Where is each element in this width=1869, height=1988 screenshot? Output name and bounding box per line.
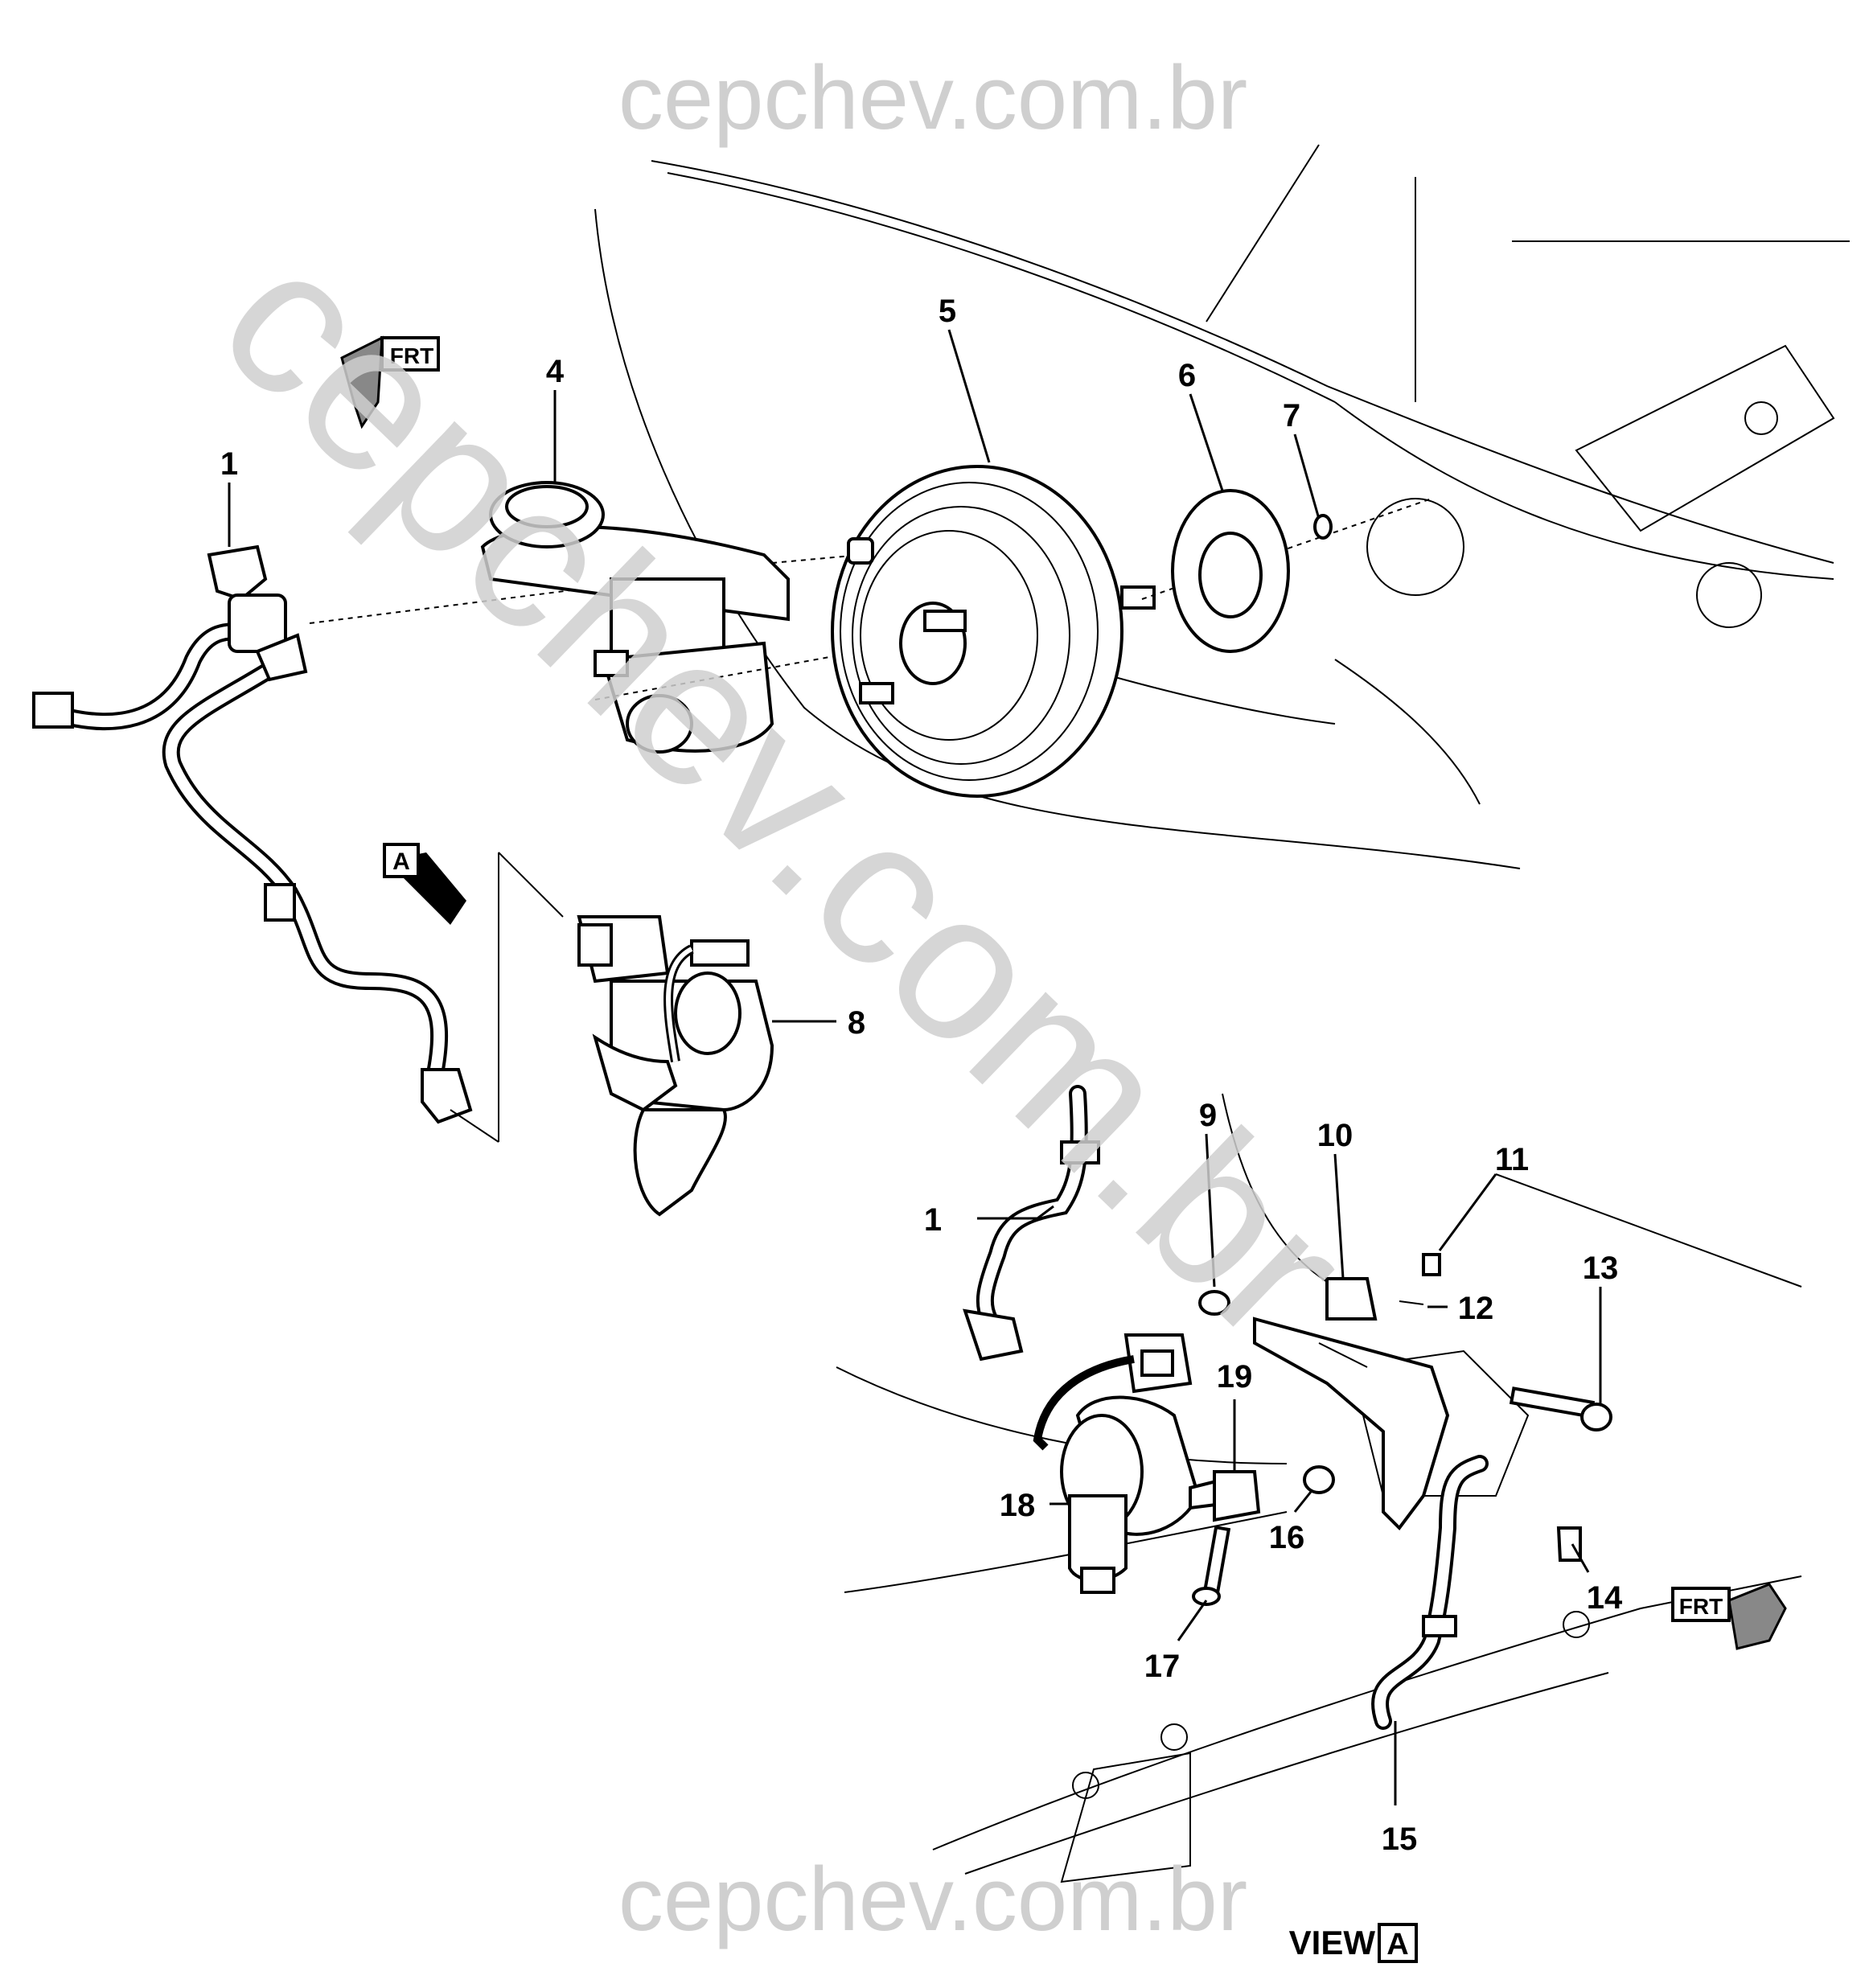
hose-clip [1399,1300,1424,1305]
brake-fluid-reservoir [480,481,790,754]
brake-booster [831,465,1156,798]
callout-19: 19 [1217,1359,1253,1394]
callout-9: 9 [1199,1098,1217,1133]
grommet [1198,1290,1230,1316]
view-a-bracket-line [450,852,564,1143]
callout-1-lower: 1 [924,1202,942,1238]
vacuum-hose-outlet [1371,1455,1489,1730]
callout-18: 18 [1000,1488,1036,1523]
callout-17: 17 [1144,1649,1181,1684]
watermark-diagonal: cepchev.com.br [177,203,1390,1386]
callout-13: 13 [1583,1251,1619,1286]
electric-vacuum-pump [1033,1333,1224,1594]
callout-14: 14 [1587,1580,1623,1616]
booster-nut [1313,514,1333,540]
callout-4: 4 [546,354,565,389]
callout-8: 8 [848,1005,865,1041]
view-a-label-upper: A [392,848,410,875]
front-arrow-label-lower: FRT [1679,1594,1723,1619]
booster-gasket [1171,489,1290,653]
vacuum-pump-assembly [577,915,774,1217]
watermark-top: cepchev.com.br [618,47,1247,148]
view-a-arrow-upper: A [383,843,466,925]
view-caption-letter: A [1386,1928,1408,1961]
front-direction-arrow-upper: FRT [340,335,440,429]
watermark-bottom: cepchev.com.br [618,1849,1247,1949]
view-a-caption: VIEW A [1289,1923,1418,1963]
callout-11: 11 [1495,1142,1529,1177]
pump-mounting-bolt [1303,1465,1335,1494]
leader-lines [228,329,1602,1805]
callout-5: 5 [939,294,956,329]
retainer-clip [1422,1253,1441,1276]
callout-16: 16 [1269,1520,1305,1555]
vacuum-hose-lower [963,1085,1100,1362]
front-arrow-label-upper: FRT [390,343,433,368]
callout-1-upper: 1 [220,446,238,482]
callout-15: 15 [1382,1822,1418,1857]
pump-stud [1192,1525,1231,1606]
front-direction-arrow-lower: FRT [1671,1583,1787,1650]
vacuum-hose-upper [32,544,473,1124]
retaining-clip [1556,1526,1582,1562]
callout-6: 6 [1178,358,1196,393]
callout-numbers: 1 4 5 6 7 8 1 9 10 11 12 13 14 15 16 17 … [220,294,1623,1857]
view-a-background-structure [836,1093,1802,1883]
pump-insulator [1213,1470,1261,1522]
pump-bracket [1253,1277,1450,1531]
callout-7: 7 [1283,398,1300,433]
bracket-bolt [1509,1386,1612,1431]
callout-12: 12 [1458,1291,1494,1326]
view-caption-text: VIEW [1289,1924,1376,1961]
callout-10: 10 [1317,1118,1353,1153]
vehicle-body-structure [594,144,1850,869]
